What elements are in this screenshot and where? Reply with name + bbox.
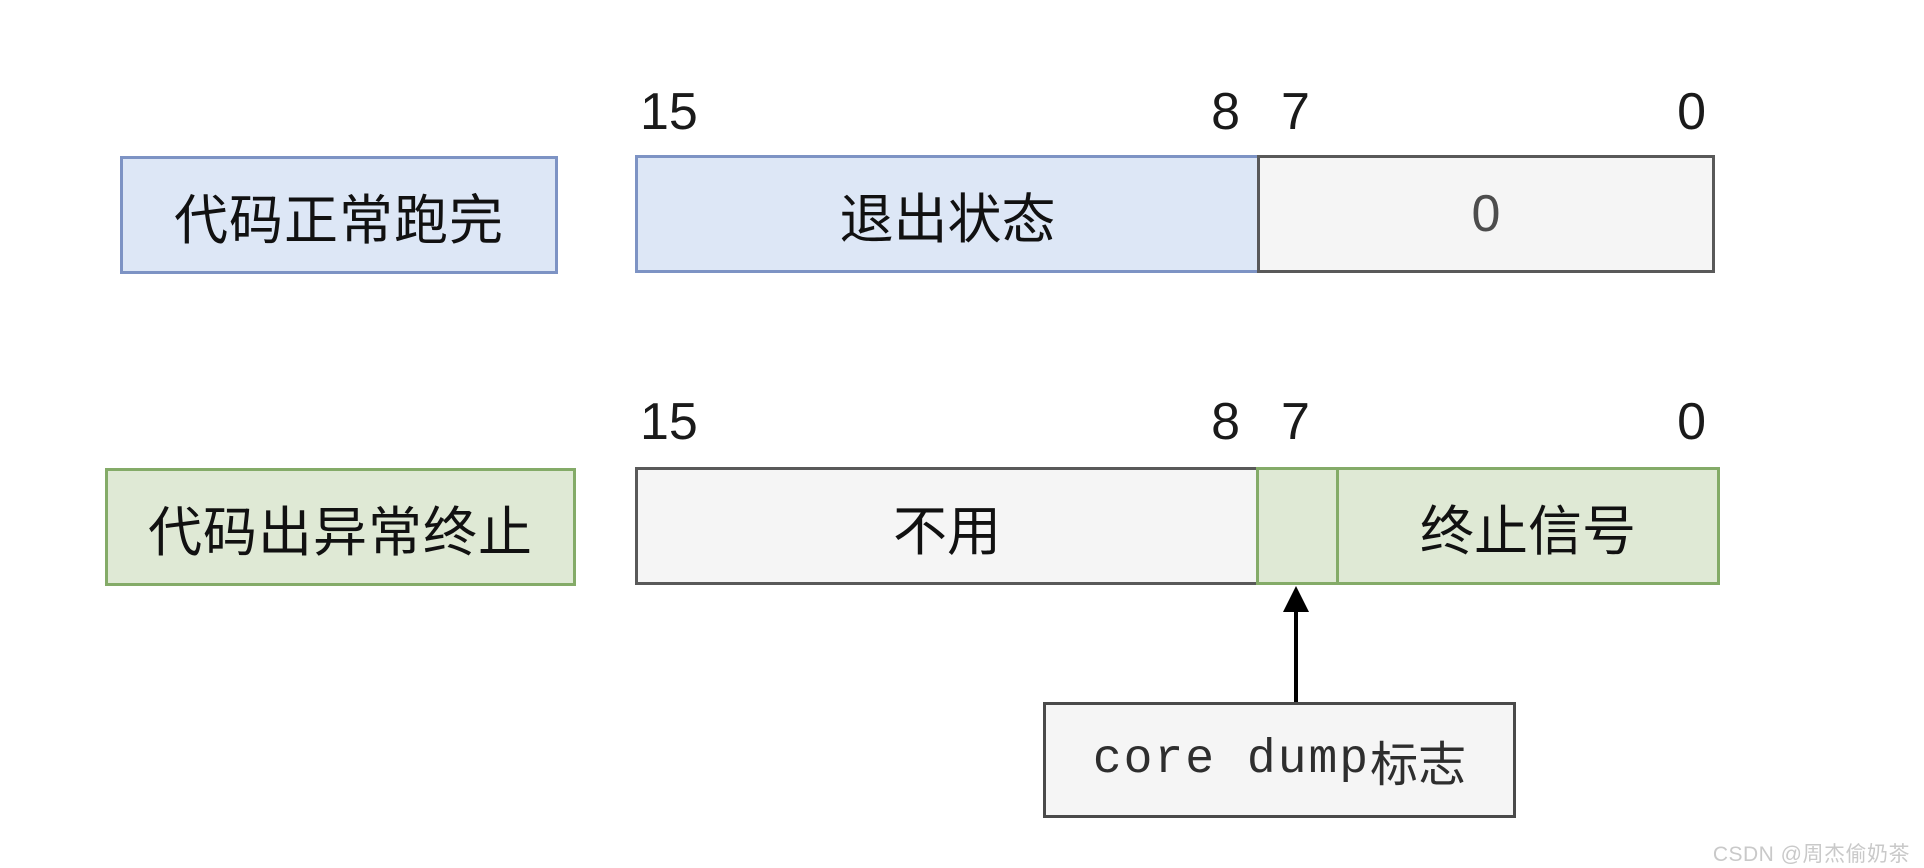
zero-cell: 0 xyxy=(1257,155,1715,273)
arrow-line xyxy=(1294,610,1298,702)
exit-status-cell-text: 退出状态 xyxy=(839,189,1056,250)
row1-bit0-tick: 0 xyxy=(1677,83,1706,141)
row2-bit7-tick: 7 xyxy=(1281,393,1310,451)
row1-bit15-tick: 15 xyxy=(640,83,698,141)
row1-bit8-tick: 8 xyxy=(1211,83,1240,141)
termination-signal-cell: 终止信号 xyxy=(1339,470,1717,582)
abnormal-exit-label-box: 代码出异常终止 xyxy=(105,468,576,586)
core-dump-annotation-cjk: 标志 xyxy=(1370,739,1467,792)
abnormal-exit-label: 代码出异常终止 xyxy=(148,502,533,563)
row2-bit8-tick: 8 xyxy=(1211,393,1240,451)
arrow-head-icon xyxy=(1283,586,1309,612)
row1-bit7-tick: 7 xyxy=(1281,83,1310,141)
row2-bit0-tick: 0 xyxy=(1677,393,1706,451)
exit-status-cell: 退出状态 xyxy=(635,155,1260,273)
termination-signal-text: 终止信号 xyxy=(1420,501,1636,562)
core-dump-annotation-mono: core dump xyxy=(1092,733,1371,787)
unused-cell: 不用 xyxy=(635,467,1259,585)
unused-cell-text: 不用 xyxy=(893,501,1001,562)
normal-exit-label: 代码正常跑完 xyxy=(174,190,504,251)
watermark: CSDN @周杰偷奶茶 xyxy=(1712,843,1910,866)
core-dump-flag-cell xyxy=(1259,470,1339,582)
normal-exit-label-box: 代码正常跑完 xyxy=(120,156,558,274)
signal-field: 终止信号 xyxy=(1256,467,1720,585)
zero-cell-text: 0 xyxy=(1471,185,1501,243)
row2-bit15-tick: 15 xyxy=(640,393,698,451)
